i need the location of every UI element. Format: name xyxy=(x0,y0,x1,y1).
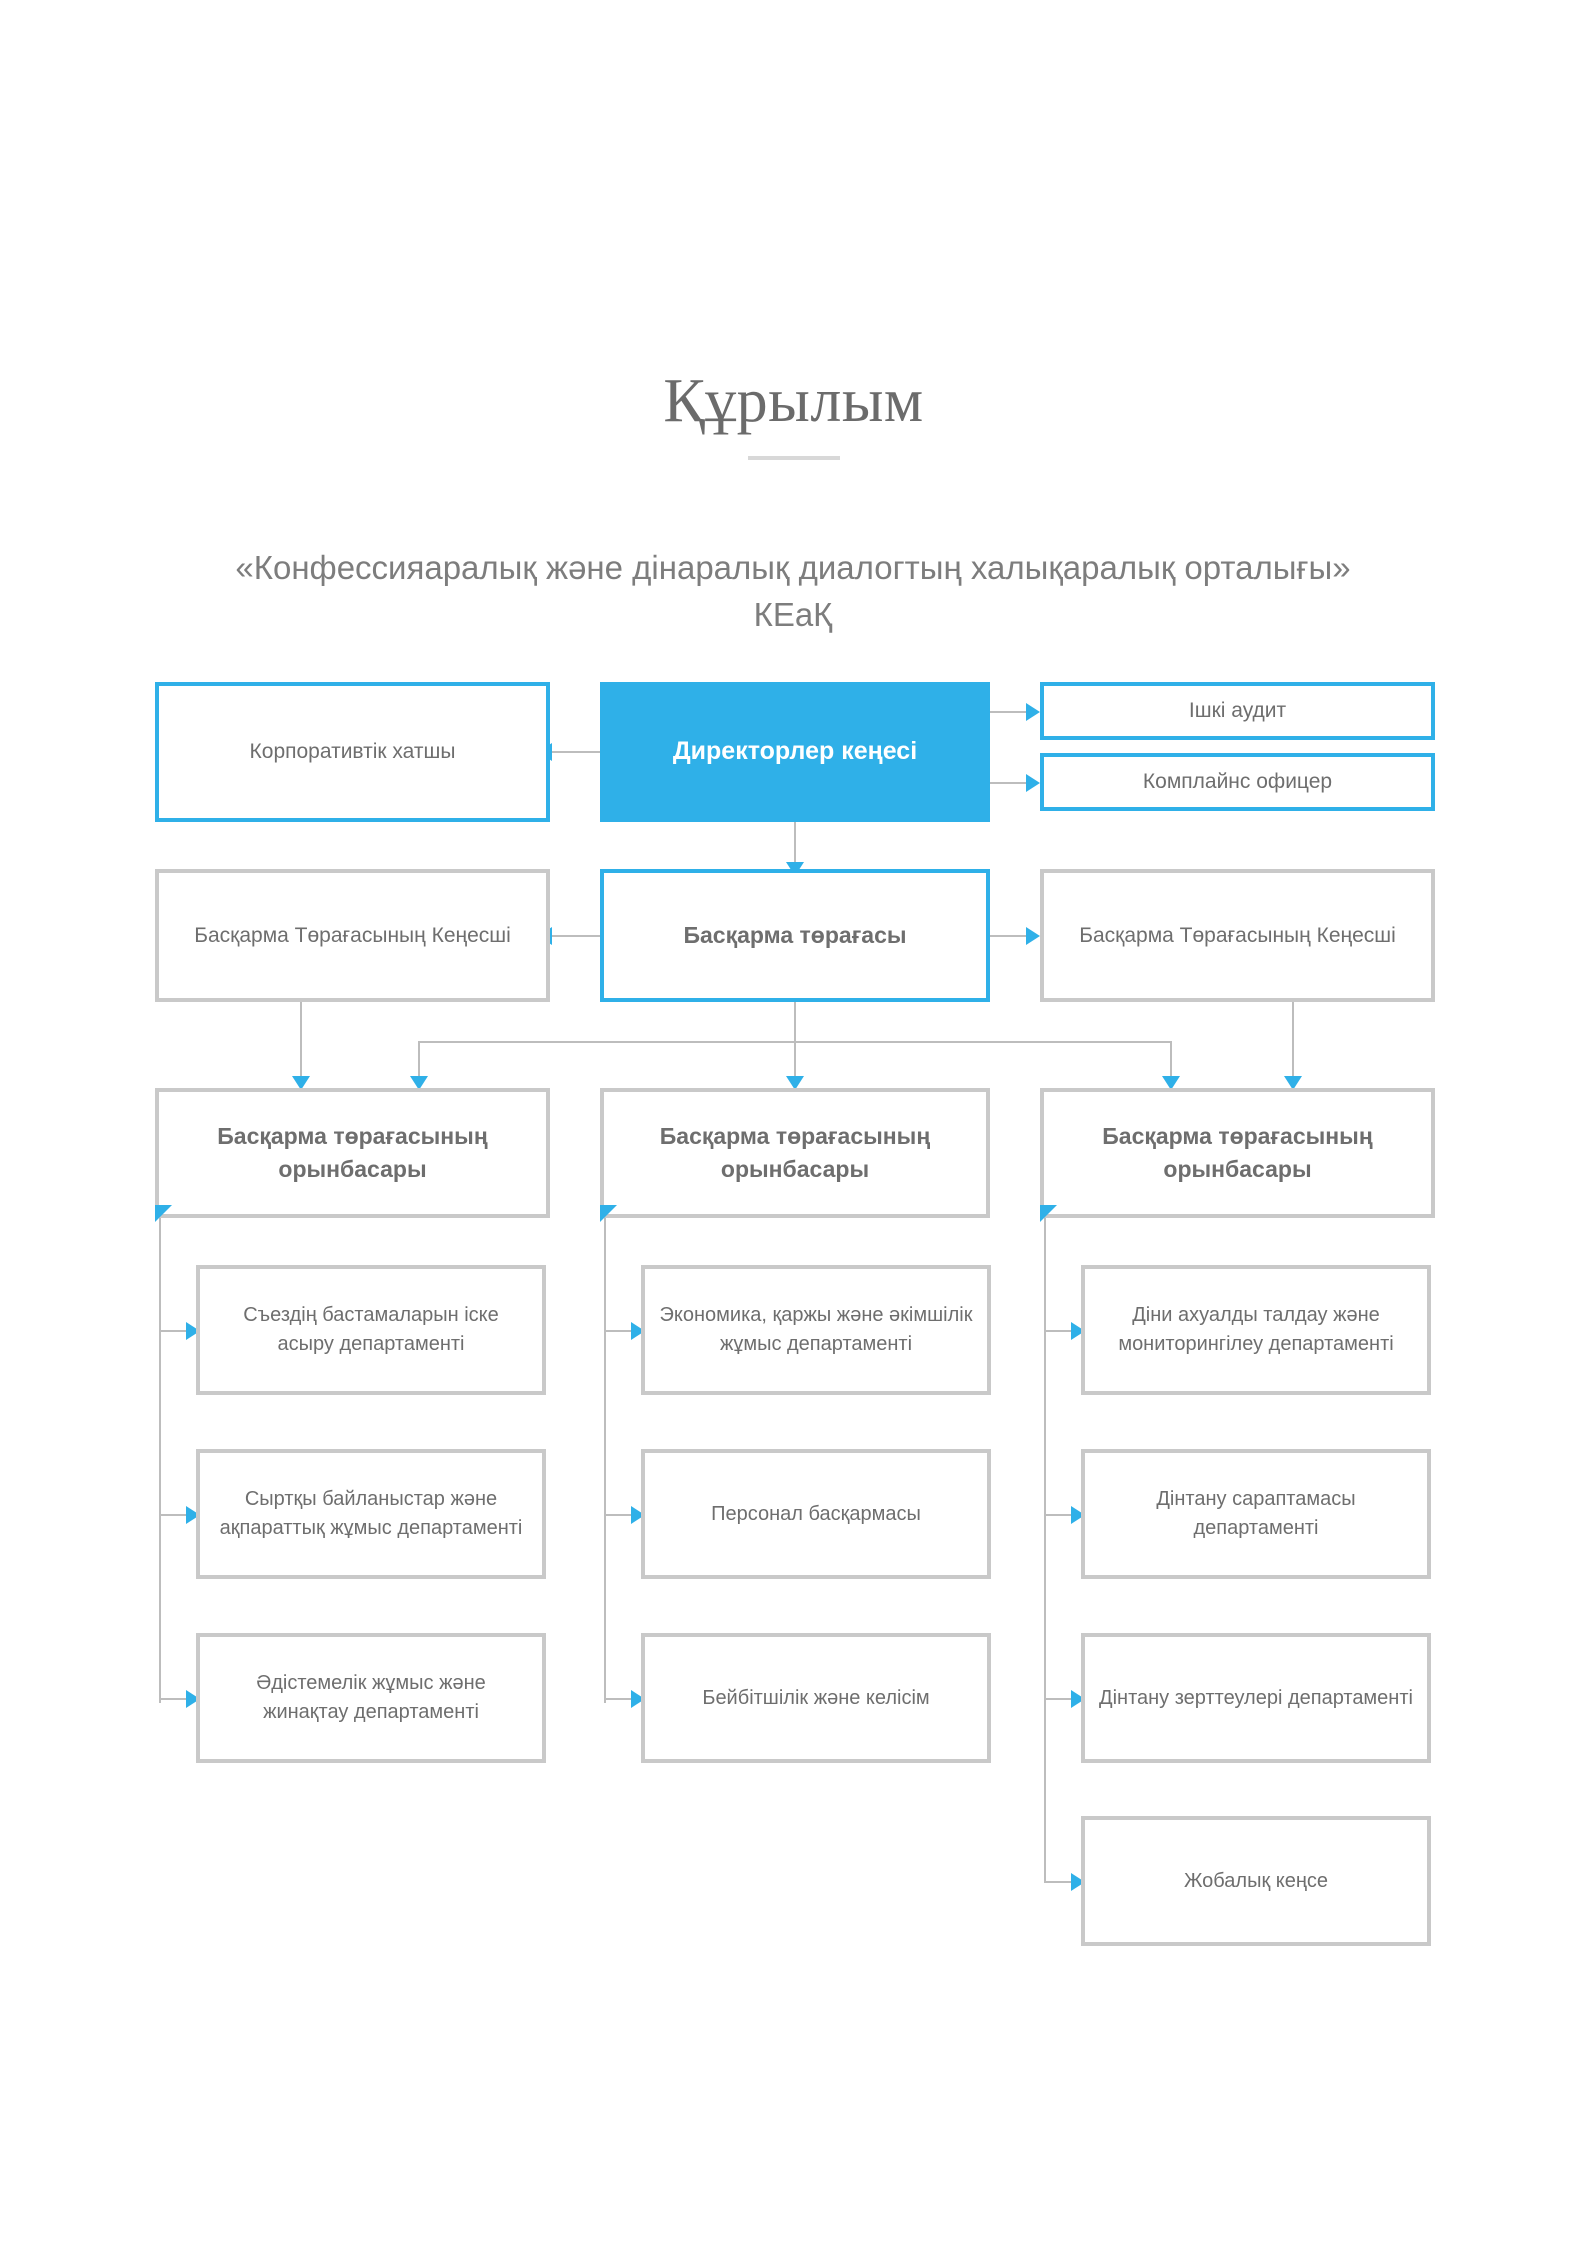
arrow-down-icon xyxy=(786,1076,804,1090)
branch-dept-2-2 xyxy=(604,1514,634,1516)
title-divider xyxy=(748,456,840,460)
node-advisor-right[interactable]: Басқарма Төрағасының Кеңесші xyxy=(1040,869,1435,1002)
node-dept-2-1[interactable]: Экономика, қаржы және әкімшілік жұмыс де… xyxy=(641,1265,991,1395)
branch-dept-1-3 xyxy=(159,1698,189,1700)
corner-wedge-icon xyxy=(1040,1205,1057,1222)
arrow-right-icon xyxy=(1026,703,1040,721)
branch-dept-2-1 xyxy=(604,1330,634,1332)
node-dept-3-3[interactable]: Дінтану зерттеулері департаменті xyxy=(1081,1633,1431,1763)
node-chairman[interactable]: Басқарма төрағасы xyxy=(600,869,990,1002)
page-title: Құрылым xyxy=(663,366,924,435)
branch-dept-3-2 xyxy=(1044,1514,1074,1516)
branch-dept-1-2 xyxy=(159,1514,189,1516)
edge-bus-to-deputy-1 xyxy=(418,1041,420,1082)
arrow-down-icon xyxy=(1162,1076,1180,1090)
node-dept-3-4[interactable]: Жобалық кеңсе xyxy=(1081,1816,1431,1946)
corner-wedge-icon xyxy=(155,1205,172,1222)
node-dept-2-3[interactable]: Бейбітшілік және келісім xyxy=(641,1633,991,1763)
node-dept-3-2[interactable]: Дінтану сараптамасы департаменті xyxy=(1081,1449,1431,1579)
edge-chairman-to-advisor-left xyxy=(552,935,600,937)
edge-board-to-secretary xyxy=(552,751,600,753)
edge-chairman-to-advisor-right xyxy=(990,935,1038,937)
node-compliance-officer[interactable]: Комплайнс офицер xyxy=(1040,753,1435,811)
spine-column-2 xyxy=(604,1208,606,1703)
page-subtitle: «Конфессияаралық және дінаралық диалогты… xyxy=(235,549,1351,633)
spine-column-1 xyxy=(159,1208,161,1703)
node-deputy-2[interactable]: Басқарма төрағасының орынбасары xyxy=(600,1088,990,1218)
arrow-down-icon xyxy=(1284,1076,1302,1090)
node-board-of-directors[interactable]: Директорлер кеңесі xyxy=(600,682,990,822)
edge-board-to-chairman xyxy=(794,822,796,868)
node-advisor-left[interactable]: Басқарма Төрағасының Кеңесші xyxy=(155,869,550,1002)
edge-bus-to-deputy-3 xyxy=(1170,1041,1172,1082)
node-dept-3-1[interactable]: Діни ахуалды талдау және мониторингілеу … xyxy=(1081,1265,1431,1395)
node-dept-1-1[interactable]: Съездің бастамаларын іске асыру департам… xyxy=(196,1265,546,1395)
branch-dept-1-1 xyxy=(159,1330,189,1332)
branch-dept-3-3 xyxy=(1044,1698,1074,1700)
arrow-right-icon xyxy=(1026,927,1040,945)
arrow-right-icon xyxy=(1026,774,1040,792)
node-corporate-secretary[interactable]: Корпоративтік хатшы xyxy=(155,682,550,822)
node-deputy-3[interactable]: Басқарма төрағасының орынбасары xyxy=(1040,1088,1435,1218)
edge-advisor-right-to-deputy-3 xyxy=(1292,1002,1294,1082)
corner-wedge-icon xyxy=(600,1205,617,1222)
edge-board-to-audit xyxy=(990,711,1038,713)
spine-column-3 xyxy=(1044,1208,1046,1883)
edge-deputy-bus xyxy=(418,1041,1170,1043)
node-deputy-1[interactable]: Басқарма төрағасының орынбасары xyxy=(155,1088,550,1218)
node-dept-2-2[interactable]: Персонал басқармасы xyxy=(641,1449,991,1579)
edge-board-to-compliance xyxy=(990,782,1038,784)
node-dept-1-2[interactable]: Сыртқы байланыстар және ақпараттық жұмыс… xyxy=(196,1449,546,1579)
branch-dept-3-4 xyxy=(1044,1881,1074,1883)
arrow-down-icon xyxy=(292,1076,310,1090)
node-dept-1-3[interactable]: Әдістемелік жұмыс және жинақтау департам… xyxy=(196,1633,546,1763)
edge-advisor-left-to-deputy-1 xyxy=(300,1002,302,1082)
branch-dept-2-3 xyxy=(604,1698,634,1700)
branch-dept-3-1 xyxy=(1044,1330,1074,1332)
node-internal-audit[interactable]: Ішкі аудит xyxy=(1040,682,1435,740)
arrow-down-icon xyxy=(410,1076,428,1090)
